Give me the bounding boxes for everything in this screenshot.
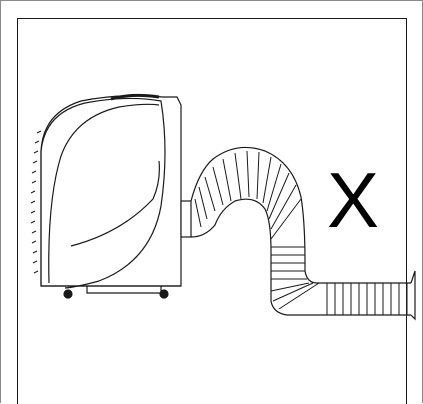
portable-air-conditioner-icon bbox=[30, 93, 192, 299]
prohibition-x-mark: X bbox=[327, 156, 380, 244]
diagram-border bbox=[17, 18, 407, 404]
flexible-exhaust-hose-icon bbox=[190, 146, 416, 321]
